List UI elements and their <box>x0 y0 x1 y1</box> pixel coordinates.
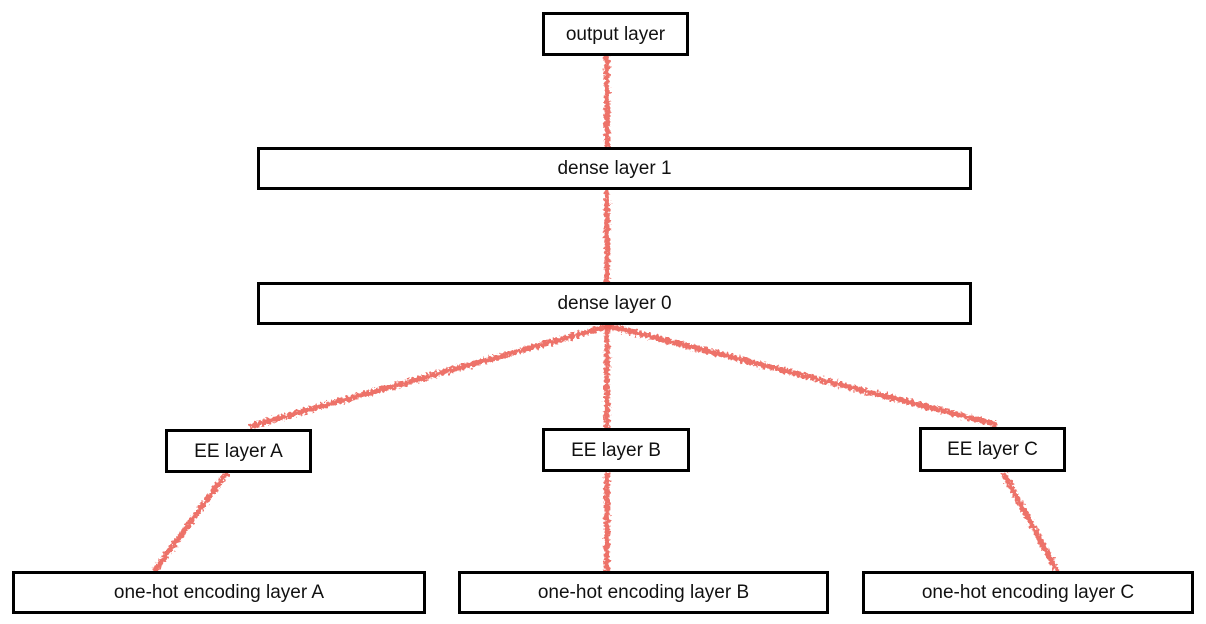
node-one-hot-encoding-layer-b: one-hot encoding layer B <box>458 571 829 614</box>
node-label: EE layer B <box>571 439 661 461</box>
node-ee-layer-b: EE layer B <box>542 428 690 472</box>
node-label: dense layer 0 <box>557 293 672 314</box>
node-label: dense layer 1 <box>557 158 672 179</box>
node-one-hot-encoding-layer-a: one-hot encoding layer A <box>12 571 426 614</box>
edge-line <box>153 471 229 572</box>
node-label: one-hot encoding layer C <box>921 582 1135 603</box>
node-ee-layer-c: EE layer C <box>919 427 1066 472</box>
edge-line <box>248 323 612 429</box>
node-label: one-hot encoding layer B <box>537 582 750 603</box>
edge-line <box>1001 471 1059 572</box>
node-dense-layer-1: dense layer 1 <box>257 147 972 190</box>
node-one-hot-encoding-layer-c: one-hot encoding layer C <box>862 571 1194 614</box>
node-label: one-hot encoding layer A <box>113 582 325 603</box>
node-ee-layer-a: EE layer A <box>165 429 312 473</box>
edge-line <box>606 323 998 427</box>
node-label: output layer <box>565 23 666 45</box>
node-label: EE layer C <box>947 439 1038 460</box>
node-output-layer: output layer <box>542 12 689 56</box>
node-label: EE layer A <box>194 440 283 462</box>
node-dense-layer-0: dense layer 0 <box>257 282 972 325</box>
